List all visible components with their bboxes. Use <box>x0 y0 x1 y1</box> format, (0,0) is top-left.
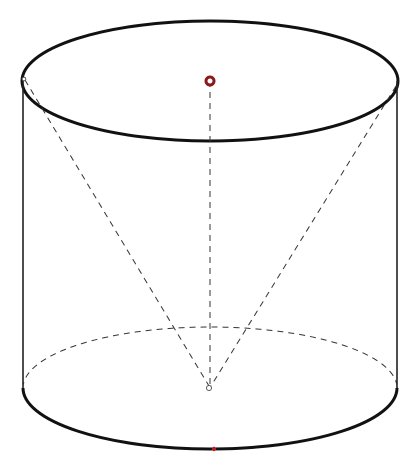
cone-left-slant <box>24 79 210 387</box>
cylinder-bottom-ellipse-back <box>22 326 398 389</box>
bottom-front-point <box>211 446 217 452</box>
bottom-center-point <box>206 385 212 391</box>
cylinder-bottom-ellipse-front <box>21 387 399 451</box>
left-rim-point <box>21 76 27 82</box>
top-center-point <box>204 75 216 87</box>
cone-right-slant <box>210 85 397 387</box>
